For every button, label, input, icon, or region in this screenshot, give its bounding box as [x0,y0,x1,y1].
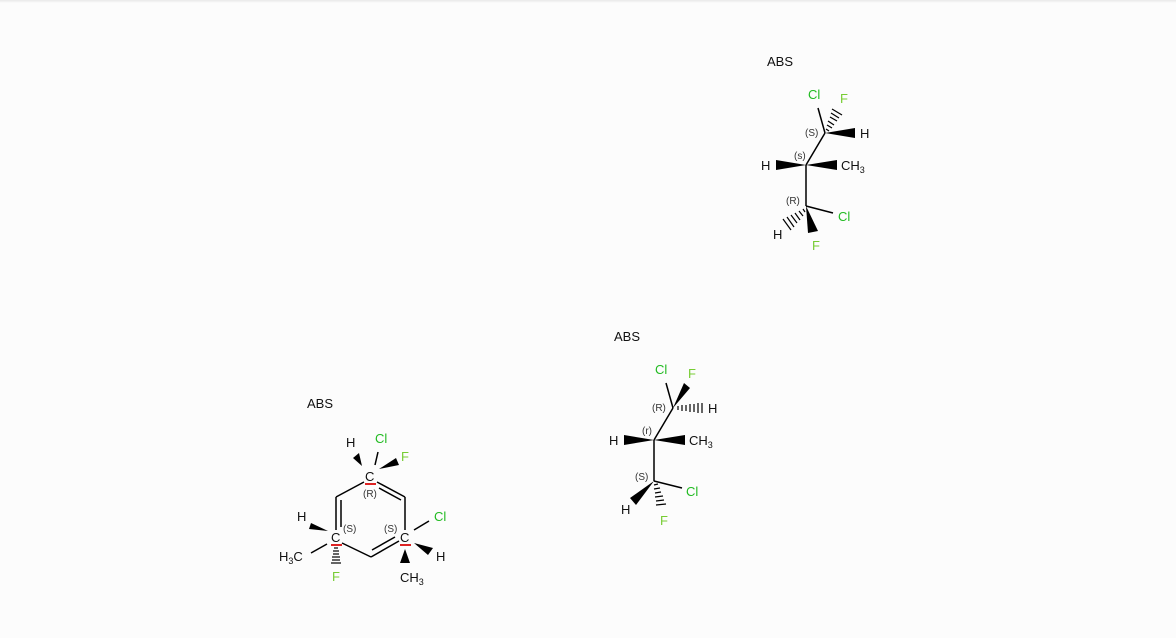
methyl-group: CH3 [841,158,865,175]
stereo-descriptor: (s) [794,151,806,162]
wedge-bond [353,453,362,466]
stereo-descriptor: (R) [786,196,800,207]
stereo-descriptor: (R) [652,403,666,414]
fluorine-atom: F [401,449,409,464]
wedge-bond [825,128,855,138]
chlorine-atom: Cl [655,362,667,377]
hydrogen-atom: H [860,126,869,141]
wedge-bond [654,435,685,445]
chlorine-atom: Cl [434,509,446,524]
chlorine-atom: Cl [808,87,820,102]
wedge-bond [673,383,690,408]
stereo-descriptor: (r) [642,426,652,437]
abs-label: ABS [767,54,793,69]
wedge-bond [806,206,818,233]
molecule-chain-middle[interactable]: ABS Cl F [609,329,717,528]
window-top-edge [0,0,1176,3]
methyl-group: CH3 [689,433,713,450]
hydrogen-atom: H [621,502,630,517]
molecule-cyclohexadiene[interactable]: ABS [279,396,446,587]
fluorine-atom: F [332,569,340,584]
chlorine-atom: Cl [686,484,698,499]
hydrogen-atom: H [708,401,717,416]
wedge-bond [400,549,410,563]
stereo-markers [331,483,411,546]
wedge-bond [806,160,837,170]
chlorine-atom: Cl [838,209,850,224]
chlorine-atom: Cl [375,431,387,446]
carbon-atom: C [365,469,374,484]
bond [665,382,674,409]
bond [805,132,826,166]
wedge-bond [379,458,399,469]
hash-bond [677,403,703,413]
fluorine-atom: F [660,513,668,528]
fluorine-atom: F [688,366,696,381]
hash-bond [782,208,806,231]
hydrogen-atom: H [773,227,782,242]
stereo-descriptor: (S) [805,128,818,139]
wedge-bond [630,481,654,505]
hydrogen-atom: H [436,549,445,564]
fluorine-atom: F [812,238,820,253]
abs-label: ABS [307,396,333,411]
fluorine-atom: F [840,91,848,106]
wedge-bond [776,160,806,170]
hydrogen-atom: H [297,509,306,524]
carbon-atom: C [400,530,409,545]
hash-bond [331,547,341,564]
stereo-descriptor: (S) [343,524,356,535]
bond [374,451,379,466]
hydrogen-atom: H [761,158,770,173]
molecule-chain-top[interactable]: ABS Cl F H [761,54,869,253]
methyl-group: CH3 [400,570,424,587]
hash-bond [825,108,843,132]
bond [310,543,328,554]
hash-bond [653,483,667,506]
hydrogen-atom: H [609,433,618,448]
bond [413,520,430,531]
stereo-descriptor: (S) [384,524,397,535]
carbon-atom: C [331,530,340,545]
wedge-bond [309,523,328,531]
bond [805,205,834,214]
ring-bonds [335,481,406,558]
wedge-bond [414,543,433,555]
hydrogen-atom: H [346,435,355,450]
stereo-descriptor: (R) [363,489,377,500]
abs-label: ABS [614,329,640,344]
stereo-descriptor: (S) [635,472,648,483]
bond [653,480,683,489]
methyl-group: H3C [279,549,303,566]
bond [653,407,674,441]
wedge-bond [624,435,654,445]
bond [817,107,826,134]
